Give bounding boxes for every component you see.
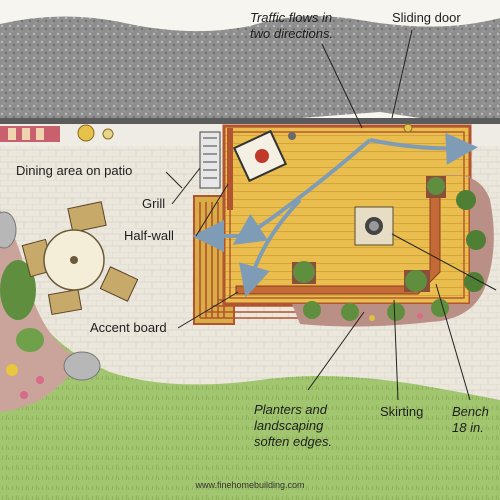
planters bbox=[292, 175, 494, 327]
chair bbox=[47, 288, 83, 316]
chair bbox=[67, 201, 107, 233]
half-wall bbox=[227, 128, 233, 210]
label-skirting: Skirting bbox=[380, 404, 424, 419]
boulder bbox=[0, 211, 17, 249]
shrub bbox=[0, 260, 36, 320]
traffic-arrows bbox=[192, 132, 478, 298]
boulder bbox=[63, 351, 101, 381]
label-dining-area: Dining area on patio bbox=[16, 163, 133, 178]
pot-icon bbox=[288, 132, 296, 140]
pot-icon bbox=[403, 123, 413, 133]
fire-pit-table bbox=[354, 206, 394, 246]
chair bbox=[99, 266, 139, 302]
dining-table bbox=[21, 201, 139, 316]
accent-board-line bbox=[229, 131, 465, 299]
traffic-arrow-right bbox=[369, 132, 478, 165]
label-sliding-door: Sliding door bbox=[392, 10, 461, 25]
credit-url: www.finehomebuilding.com bbox=[195, 480, 305, 490]
roof-top-edge bbox=[0, 0, 500, 32]
pot-icon bbox=[77, 124, 95, 142]
label-bench: Bench 18 in. bbox=[452, 404, 489, 435]
label-traffic-flow: Traffic flows in two directions. bbox=[250, 10, 334, 41]
flower bbox=[36, 376, 44, 384]
traffic-arrow-down bbox=[239, 198, 302, 298]
grill-icon bbox=[199, 131, 221, 189]
flower bbox=[6, 364, 18, 376]
lawn bbox=[0, 300, 500, 500]
roof-eave bbox=[0, 118, 500, 124]
traffic-arrow-left bbox=[232, 138, 372, 245]
flower bbox=[20, 391, 28, 399]
leader-lines bbox=[165, 29, 497, 401]
label-half-wall: Half-wall bbox=[124, 228, 174, 243]
label-planters: Planters and landscaping soften edges. bbox=[254, 402, 333, 449]
shrub bbox=[16, 328, 44, 352]
deck-chair bbox=[232, 129, 288, 183]
pot-icon bbox=[102, 128, 114, 140]
label-grill: Grill bbox=[142, 196, 166, 211]
label-accent-board: Accent board bbox=[90, 320, 167, 335]
roof bbox=[0, 0, 500, 120]
